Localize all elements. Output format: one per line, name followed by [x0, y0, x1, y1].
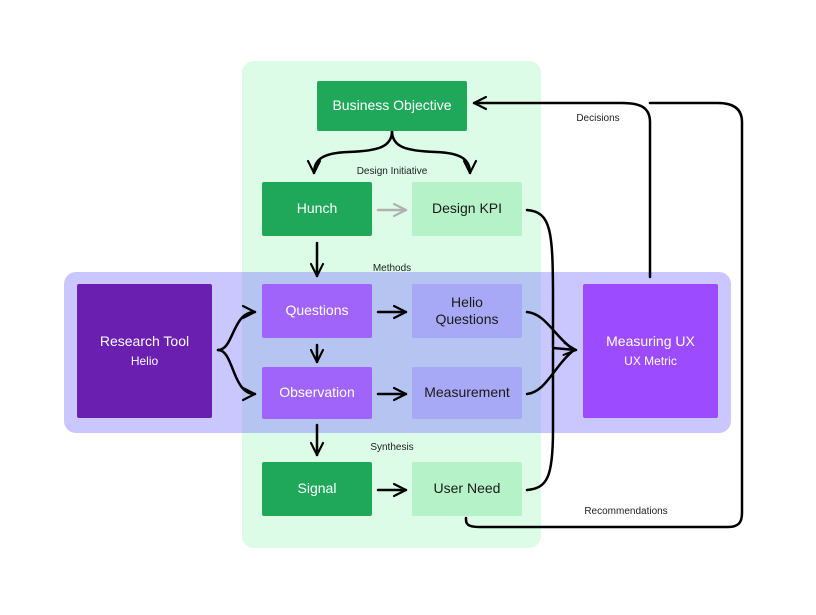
line-helio-to-measuring [525, 310, 576, 352]
synthesis-label: Synthesis [370, 442, 414, 453]
design-initiative-label: Design Initiative [356, 166, 428, 177]
measuring-ux-node: Measuring UX UX Metric [583, 284, 718, 418]
research-tool-sublabel: Helio [130, 353, 159, 368]
line-measurement-to-measuring [525, 348, 576, 396]
measuring-ux-sublabel: UX Metric [624, 353, 677, 368]
brace-tool-to-questions [216, 304, 257, 352]
business-objective-label: Business Objective [332, 97, 452, 114]
brace-business-to-kpi [390, 129, 478, 175]
signal-node: Signal [262, 462, 372, 516]
questions-node: Questions [262, 284, 372, 338]
hunch-label: Hunch [296, 200, 338, 217]
helio-questions-node: Helio Questions [412, 284, 522, 338]
design-kpi-label: Design KPI [431, 200, 503, 217]
measuring-ux-label: Measuring UX [606, 333, 695, 350]
line-userneed-to-measuring [525, 348, 555, 492]
user-need-label: User Need [433, 480, 501, 497]
methods-label: Methods [372, 263, 412, 274]
helio-questions-label-line2: Questions [435, 311, 499, 327]
line-userneed-recommendations [464, 101, 744, 529]
brace-tool-to-observation [216, 348, 257, 402]
questions-label: Questions [285, 302, 349, 319]
helio-questions-label-line1: Helio [451, 293, 483, 310]
line-measuring-decisions [472, 95, 652, 279]
design-kpi-node: Design KPI [412, 182, 522, 236]
measurement-node: Measurement [412, 367, 522, 419]
research-tool-node: Research Tool Helio [77, 284, 212, 418]
decisions-label: Decisions [576, 113, 620, 124]
hunch-node: Hunch [262, 182, 372, 236]
recommendations-label: Recommendations [584, 506, 668, 517]
brace-business-to-hunch [306, 129, 394, 175]
research-tool-label: Research Tool [99, 333, 190, 350]
signal-label: Signal [297, 480, 337, 497]
measurement-label: Measurement [424, 384, 510, 401]
observation-node: Observation [262, 367, 372, 419]
business-objective-node: Business Objective [317, 81, 467, 131]
user-need-node: User Need [412, 462, 522, 516]
line-kpi-to-measuring [525, 208, 578, 356]
observation-label: Observation [279, 384, 355, 401]
